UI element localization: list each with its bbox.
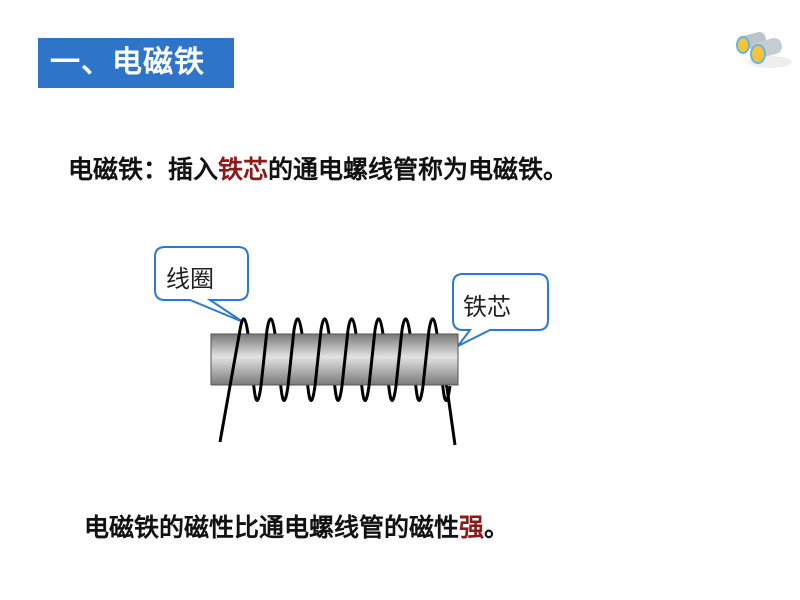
definition-text: 电磁铁：插入铁芯的通电螺线管称为电磁铁。	[68, 150, 568, 186]
definition-suffix: 的通电螺线管称为电磁铁。	[268, 155, 569, 184]
coil-label: 线圈	[166, 265, 214, 293]
coil-lead-right	[445, 387, 457, 446]
section-title: 一、电磁铁	[38, 38, 234, 88]
coil-front-strand	[394, 329, 404, 387]
coil-front-strand	[367, 329, 377, 387]
conclusion-text: 电磁铁的磁性比通电螺线管的磁性强。	[84, 508, 509, 544]
conclusion-highlight: 强	[459, 513, 485, 542]
core-bubble	[452, 273, 549, 347]
binoculars-icon	[736, 31, 792, 68]
conclusion-prefix: 电磁铁的磁性比通电螺线管的磁性	[84, 513, 460, 542]
core-label: 铁芯	[463, 293, 511, 321]
coil-front-strand	[286, 329, 296, 387]
coil-front-strand	[259, 329, 269, 387]
iron-core	[210, 333, 459, 386]
coil-bubble	[154, 246, 249, 323]
coil-front-strand	[340, 329, 350, 387]
coil-front-strand	[313, 329, 323, 387]
coil-front-strand	[421, 329, 431, 387]
definition-prefix: 电磁铁：插入	[68, 155, 219, 184]
definition-highlight: 铁芯	[218, 155, 269, 184]
conclusion-suffix: 。	[484, 513, 510, 542]
coil-lead-left	[218, 329, 242, 443]
